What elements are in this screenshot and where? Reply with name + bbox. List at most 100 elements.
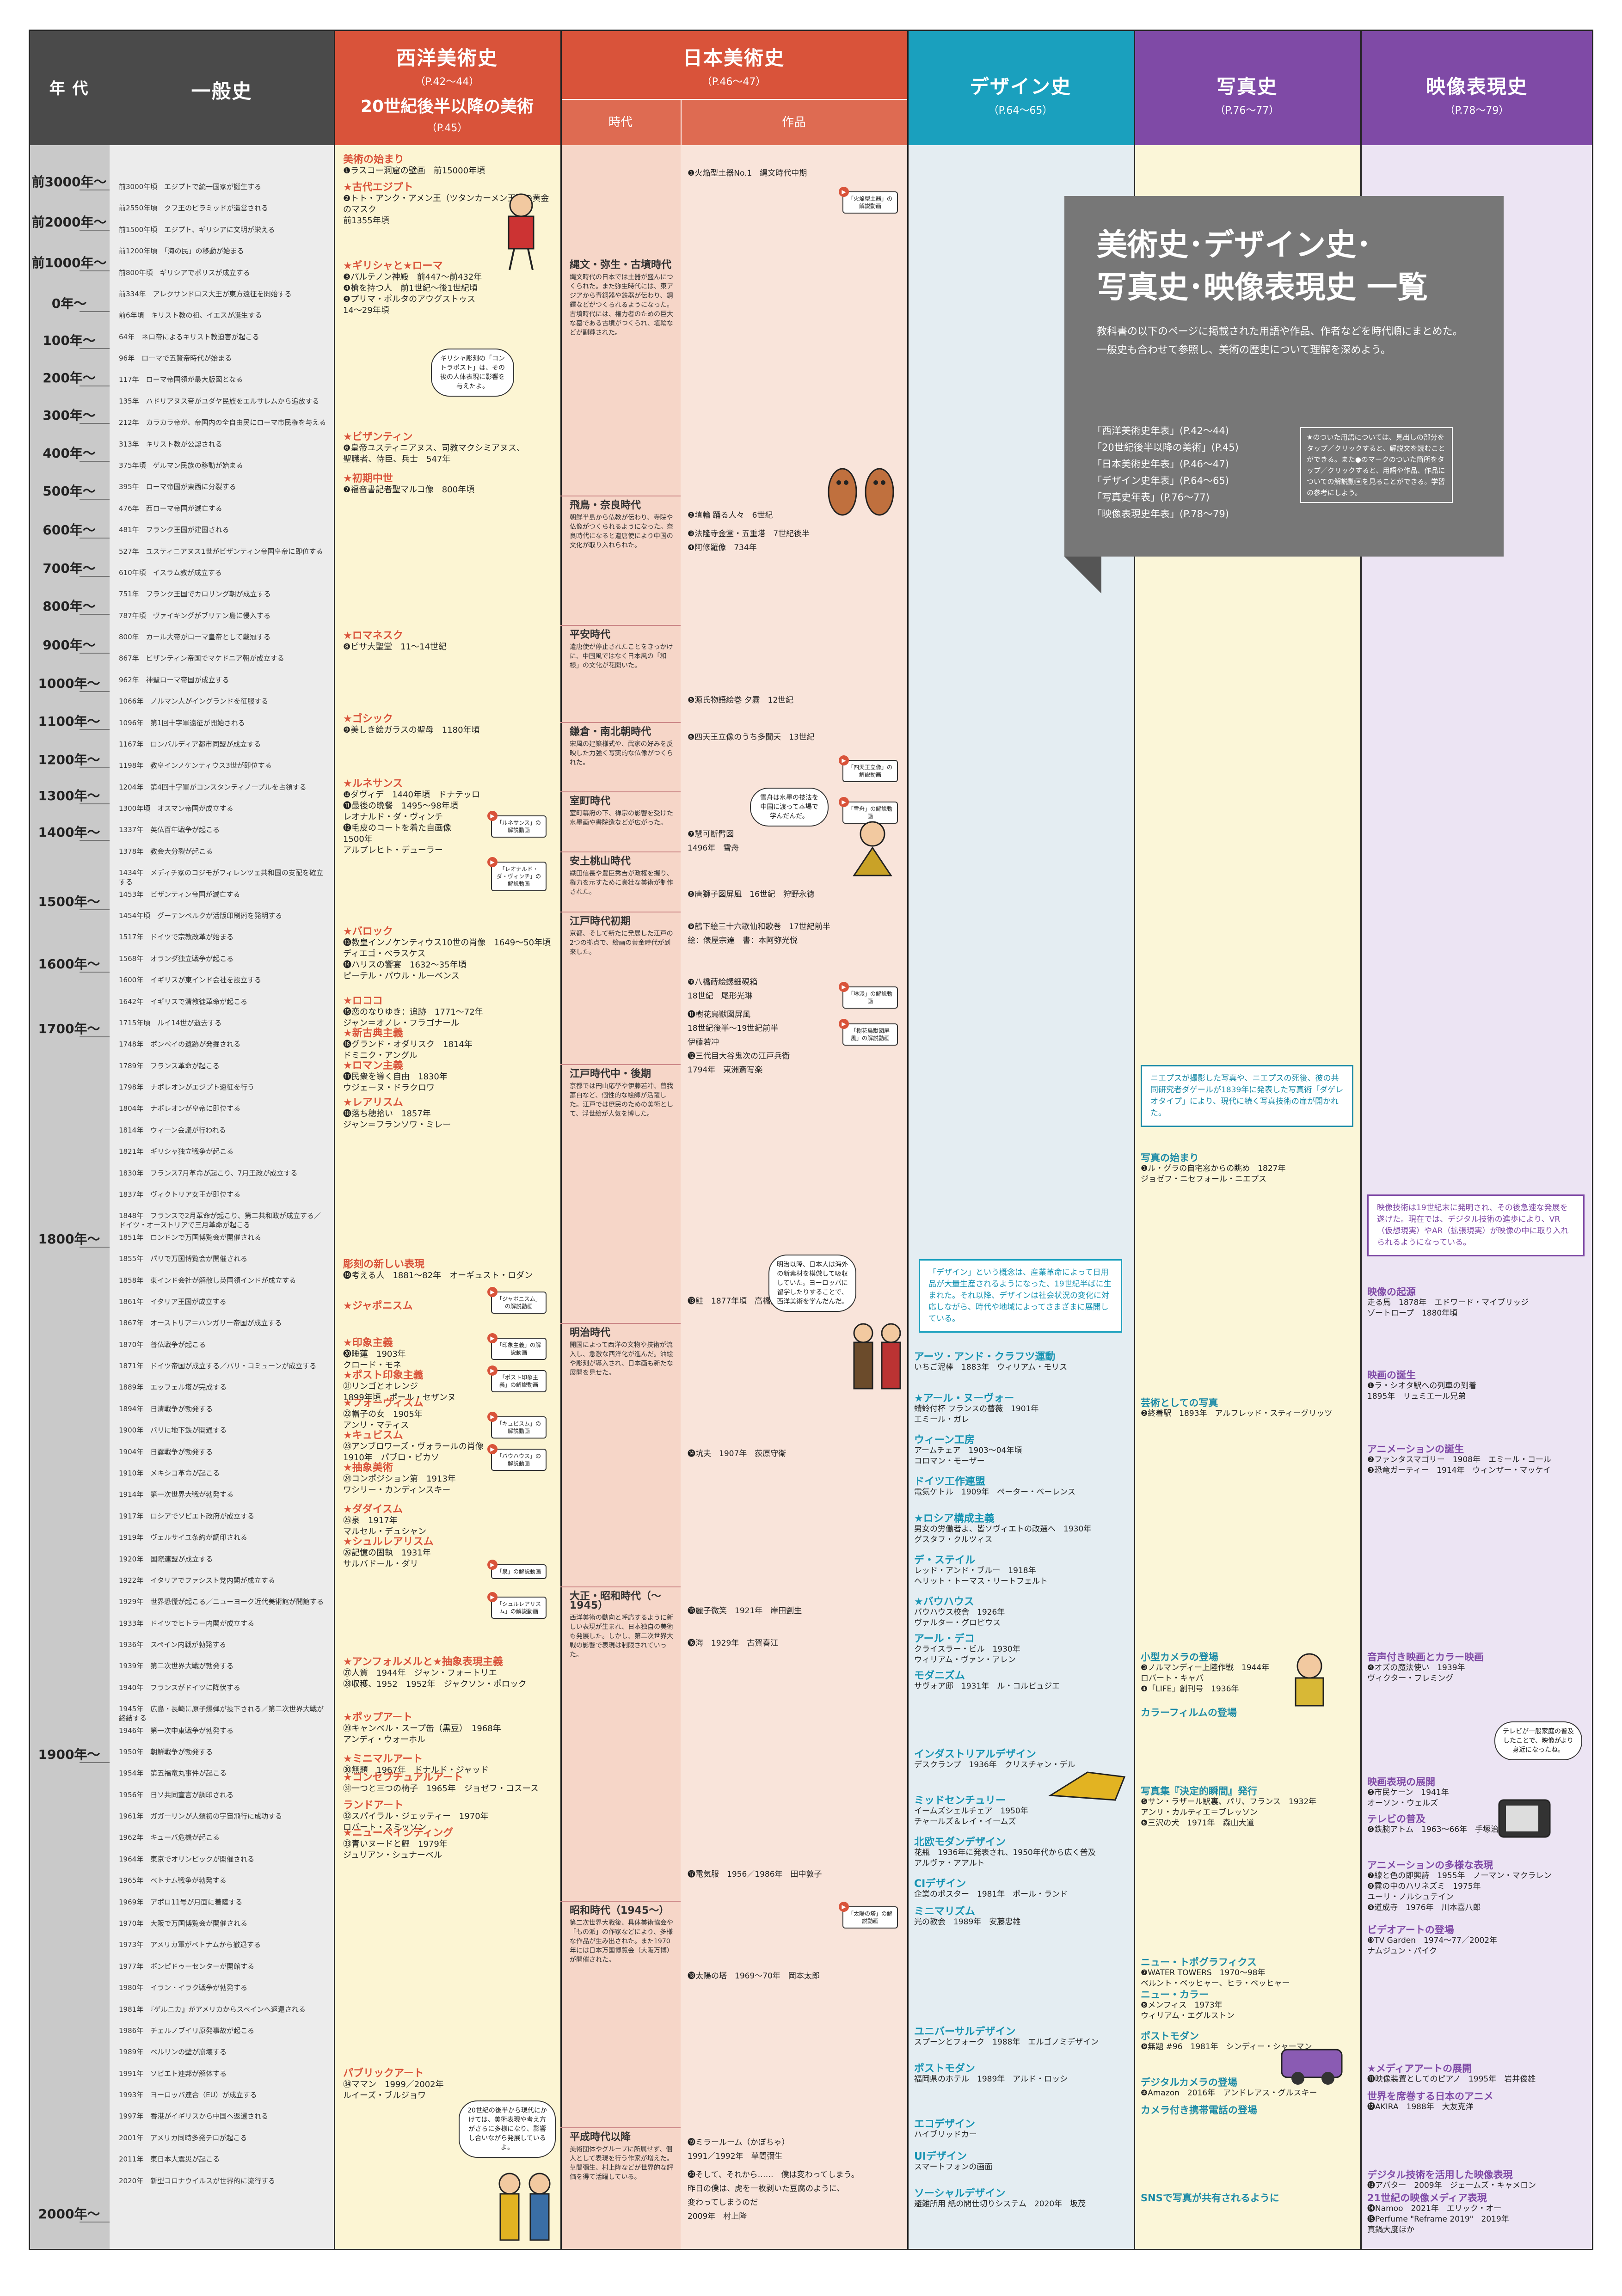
photo-movement-title[interactable]: 芸術としての写真 xyxy=(1141,1397,1218,1408)
design-entry[interactable]: モダニズムサヴォア邸 1931年 ル・コルビュジエ xyxy=(914,1671,1127,1692)
design-entry[interactable]: エコデザインハイブリッドカー xyxy=(914,2119,1127,2140)
japan-artwork[interactable]: ❸法隆寺金堂・五重塔 7世紀後半 xyxy=(688,529,810,539)
western-art-entry[interactable]: ★ジャポニスム xyxy=(343,1301,556,1312)
video-link-tag[interactable]: 「キュビスム」の解説動画▶ xyxy=(487,1412,547,1439)
video-movement-title[interactable]: デジタル技術を活用した映像表現 xyxy=(1367,2169,1513,2180)
japan-artwork[interactable]: ❷埴輪 踊る人々 6世紀 xyxy=(688,511,773,520)
japan-artwork[interactable]: ❶火焔型土器No.1 縄文時代中期 xyxy=(688,169,807,178)
video-link-tag[interactable]: 「ジャポニスム」の解説動画▶ xyxy=(487,1287,547,1314)
design-entry[interactable]: ポストモダン福岡県のホテル 1989年 アルド・ロッシ xyxy=(914,2063,1127,2085)
japan-era-entry[interactable]: 平安時代遣唐使が停止されたことをきっかけに、中国風ではなく日本風の「和様」の文化… xyxy=(570,630,676,670)
video-link-tag[interactable]: 「バウハウス」の解説動画▶ xyxy=(487,1444,547,1471)
japan-artwork[interactable]: ❹阿修羅像 734年 xyxy=(688,543,757,552)
japan-artwork[interactable]: ❿八橋蒔絵螺鈿硯箱 xyxy=(688,978,758,987)
video-movement-title[interactable]: ビデオアートの登場 xyxy=(1367,1924,1454,1935)
design-entry[interactable]: ウィーン工房アームチェア 1903～04年頃コロマン・モーザー xyxy=(914,1435,1127,1467)
western-art-movement-title[interactable]: ★ニューペインティング xyxy=(343,1827,454,1839)
video-movement-title[interactable]: アニメーションの多様な表現 xyxy=(1367,1860,1493,1871)
western-art-movement-title[interactable]: ★ポップアート xyxy=(343,1712,413,1723)
header-photo[interactable]: 写真史 （P.76～77） xyxy=(1134,30,1360,145)
design-movement-title[interactable]: ユニバーサルデザイン xyxy=(914,2026,1016,2038)
video-link-tag[interactable]: 「琳派」の解説動画▶ xyxy=(839,982,898,1009)
japan-artwork[interactable]: ❾鶴下絵三十六歌仙和歌巻 17世紀前半 xyxy=(688,922,830,931)
design-movement-title[interactable]: UIデザイン xyxy=(914,2151,967,2162)
design-movement-title[interactable]: インダストリアルデザイン xyxy=(914,1749,1036,1760)
japan-artwork[interactable]: ⓮坑夫 1907年 荻原守衛 xyxy=(688,1449,786,1458)
design-entry[interactable]: アーツ・アンド・クラフツ運動いちご泥棒 1883年 ウィリアム・モリス xyxy=(914,1352,1127,1373)
western-art-movement-title[interactable]: 美術の始まり xyxy=(343,154,405,165)
japan-artwork[interactable]: ❼慧可断臂図 xyxy=(688,830,734,839)
reference-item[interactable]: 「写真史年表」(P.76～77) xyxy=(1092,492,1210,503)
reference-item[interactable]: 「デザイン史年表」(P.64～65) xyxy=(1092,475,1229,486)
video-movement-title[interactable]: 映像の起源 xyxy=(1367,1286,1416,1298)
photo-movement-title[interactable]: ニュー・カラー xyxy=(1141,1989,1209,2000)
design-entry[interactable]: デ・ステイルレッド・アンド・ブルー 1918年ヘリット・トーマス・リートフェルト xyxy=(914,1555,1127,1587)
photo-movement-title[interactable]: カメラ付き携帯電話の登場 xyxy=(1141,2105,1257,2116)
western-art-movement-title[interactable]: ★ギリシャと★ローマ xyxy=(343,260,443,272)
design-entry[interactable]: ★ロシア構成主義男女の労働者よ、皆ソヴィエトの改選へ 1930年グスタフ・クルツ… xyxy=(914,1513,1127,1545)
video-link-tag[interactable]: 「泉」の解説動画▶ xyxy=(487,1560,547,1579)
photo-movement-title[interactable]: SNSで写真が共有されるように xyxy=(1141,2192,1279,2204)
photo-movement-title[interactable]: ポストモダン xyxy=(1141,2031,1199,2042)
japan-era-entry[interactable]: 飛鳥・奈良時代朝鮮半島から仏教が伝わり、寺院や仏像がつくられるようになった。奈良… xyxy=(570,501,676,550)
design-movement-title[interactable]: ミッドセンチュリー xyxy=(914,1795,1006,1806)
japan-artwork[interactable]: ⓰海 1929年 古賀春江 xyxy=(688,1639,779,1648)
design-movement-title[interactable]: 北欧モダンデザイン xyxy=(914,1837,1006,1848)
western-art-movement-title[interactable]: ★ビザンティン xyxy=(343,431,413,443)
western-art-movement-title[interactable]: 彫刻の新しい表現 xyxy=(343,1259,425,1270)
japan-era-entry[interactable]: 大正・昭和時代（～1945）西洋美術の動向と呼応するように新しい表現が生まれ、日… xyxy=(570,1592,676,1659)
western-art-movement-title[interactable]: ★ルネサンス xyxy=(343,778,403,790)
video-link-tag[interactable]: 「樹花鳥獣図屏風」の解説動画▶ xyxy=(839,1019,898,1046)
japan-artwork[interactable]: ⓱電気服 1956／1986年 田中敦子 xyxy=(688,1870,822,1879)
design-entry[interactable]: ミニマリズム光の教会 1989年 安藤忠雄 xyxy=(914,1906,1127,1928)
japan-era-entry[interactable]: 縄文・弥生・古墳時代縄文時代の日本では土器が盛んにつくられた。また弥生時代には、… xyxy=(570,260,676,337)
western-art-movement-title[interactable]: ★レアリスム xyxy=(343,1097,403,1108)
photo-entry[interactable]: カラーフィルムの登場 xyxy=(1141,1708,1353,1718)
western-art-movement-title[interactable]: ★バロック xyxy=(343,926,393,937)
japan-era-name[interactable]: 平成時代以降 xyxy=(570,2131,631,2143)
western-art-movement-title[interactable]: パブリックアート xyxy=(343,2068,424,2079)
photo-entry[interactable]: カメラ付き携帯電話の登場 xyxy=(1141,2105,1353,2116)
design-movement-title[interactable]: ミニマリズム xyxy=(914,1906,976,1917)
western-art-movement-title[interactable]: ★古代エジプト xyxy=(343,182,413,193)
video-link-tag[interactable]: 「ポスト印象主義」の解説動画▶ xyxy=(487,1365,547,1392)
japan-era-name[interactable]: 昭和時代（1945～） xyxy=(570,1905,670,1916)
video-link-tag[interactable]: 「ルネサンス」の解説動画▶ xyxy=(487,811,547,838)
video-movement-title[interactable]: ★メディアアートの展開 xyxy=(1367,2063,1472,2074)
video-movement-title[interactable]: テレビの普及 xyxy=(1367,1813,1425,1825)
western-art-movement-title[interactable]: ★キュビスム xyxy=(343,1430,403,1441)
photo-movement-title[interactable]: 小型カメラの登場 xyxy=(1141,1652,1218,1663)
japan-era-entry[interactable]: 平成時代以降美術団体やグループに所属せず、個人として表現を行う作家が増えた。草間… xyxy=(570,2131,676,2182)
design-movement-title[interactable]: ウィーン工房 xyxy=(914,1434,975,1446)
video-movement-title[interactable]: アニメーションの誕生 xyxy=(1367,1444,1464,1455)
western-art-movement-title[interactable]: ★ダダイスム xyxy=(343,1504,403,1515)
western-art-movement-title[interactable]: ★ジャポニスム xyxy=(343,1300,413,1312)
design-entry[interactable]: UIデザインスマートフォンの画面 xyxy=(914,2151,1127,2173)
reference-item[interactable]: 「20世紀後半以降の美術」(P.45) xyxy=(1092,442,1239,453)
design-entry[interactable]: ドイツ工作連盟電気ケトル 1909年 ペーター・ベーレンス xyxy=(914,1476,1127,1498)
design-movement-title[interactable]: ドイツ工作連盟 xyxy=(914,1476,986,1488)
photo-movement-title[interactable]: 写真集『決定的瞬間』発行 xyxy=(1141,1786,1257,1797)
western-art-movement-title[interactable]: ★ロココ xyxy=(343,995,383,1007)
western-art-movement-title[interactable]: ★初期中世 xyxy=(343,473,393,484)
design-movement-title[interactable]: ★ロシア構成主義 xyxy=(914,1513,995,1525)
japan-era-name[interactable]: 明治時代 xyxy=(570,1327,611,1339)
japan-artwork[interactable]: ❽唐獅子図屏風 16世紀 狩野永徳 xyxy=(688,890,815,899)
